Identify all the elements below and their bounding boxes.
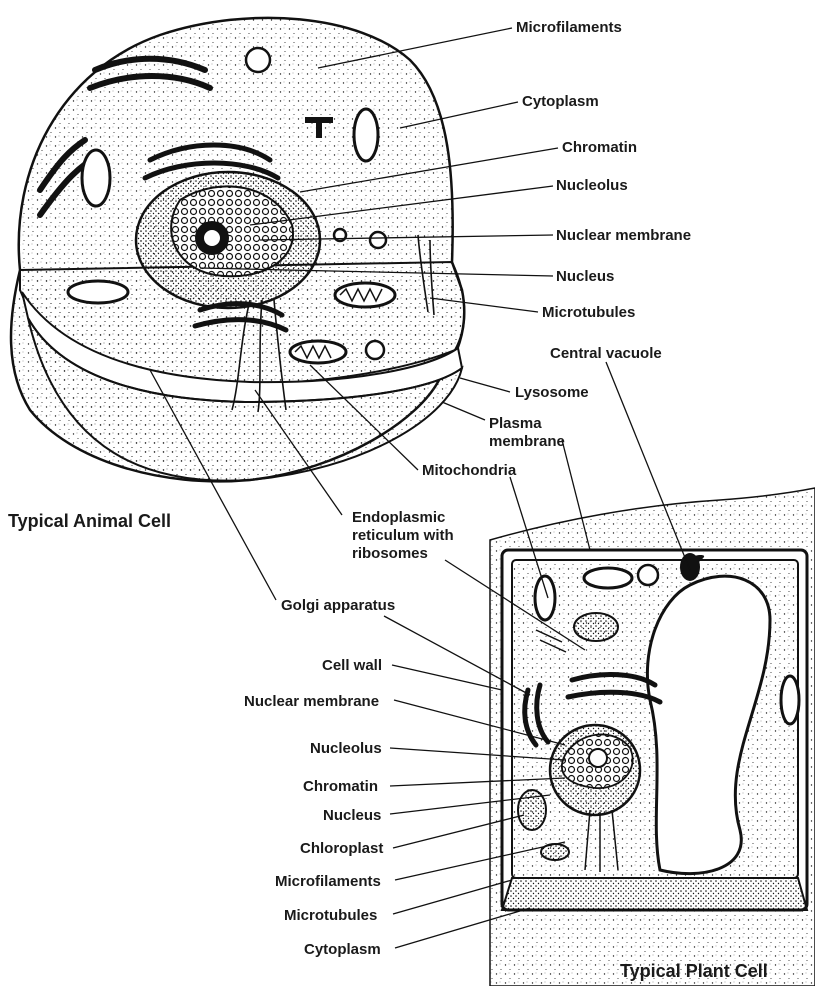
label-animal-er-3: ribosomes: [352, 545, 428, 562]
label-animal-er-1: Endoplasmic: [352, 509, 445, 526]
label-plant-cytoplasm: Cytoplasm: [304, 941, 381, 958]
title-animal-cell: Typical Animal Cell: [8, 511, 171, 531]
animal-cell-illustration: [11, 18, 464, 482]
label-animal-nucleolus: Nucleolus: [556, 177, 628, 194]
label-plant-cell-wall: Cell wall: [322, 657, 382, 674]
label-plant-microtubules: Microtubules: [284, 907, 377, 924]
label-plant-nucleolus: Nucleolus: [310, 740, 382, 757]
label-plant-chloroplast: Chloroplast: [300, 840, 383, 857]
label-animal-microtubules: Microtubules: [542, 304, 635, 321]
label-plant-nucleus: Nucleus: [323, 807, 381, 824]
label-plant-nuclear-membrane: Nuclear membrane: [244, 693, 379, 710]
plant-cell-illustration: [490, 488, 815, 986]
label-plant-microfilaments: Microfilaments: [275, 873, 381, 890]
label-animal-nuclear-membrane: Nuclear membrane: [556, 227, 691, 244]
label-animal-er-2: reticulum with: [352, 527, 454, 544]
label-animal-golgi: Golgi apparatus: [281, 597, 395, 614]
label-animal-plasma-membrane-2: membrane: [489, 433, 565, 450]
plant-tonoplast-knob: [680, 553, 700, 581]
label-animal-plasma-membrane-1: Plasma: [489, 415, 542, 432]
title-plant-cell: Typical Plant Cell: [620, 961, 768, 981]
plant-bottom-slab: [502, 878, 807, 910]
label-animal-chromatin: Chromatin: [562, 139, 637, 156]
label-animal-lysosome: Lysosome: [515, 384, 589, 401]
label-plant-central-vacuole: Central vacuole: [550, 345, 662, 362]
label-plant-chromatin: Chromatin: [303, 778, 378, 795]
label-animal-microfilaments: Microfilaments: [516, 19, 622, 36]
plant-nucleolus: [589, 749, 607, 767]
label-animal-nucleus: Nucleus: [556, 268, 614, 285]
label-animal-mitochondria: Mitochondria: [422, 462, 517, 479]
label-animal-cytoplasm: Cytoplasm: [522, 93, 599, 110]
